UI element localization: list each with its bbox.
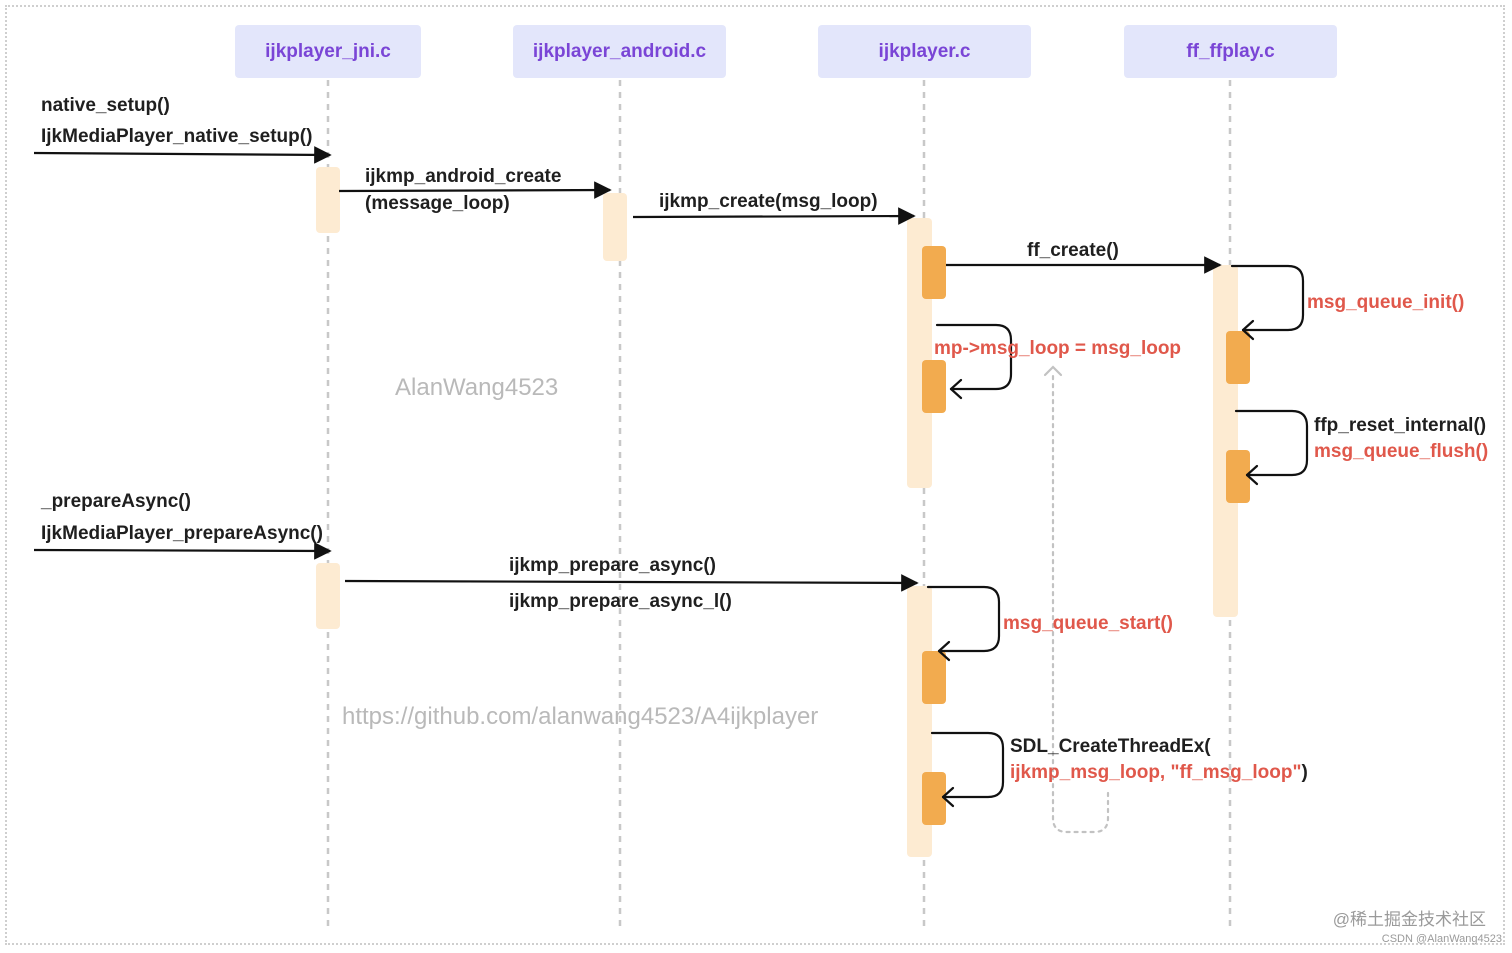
arrow-prepare-async — [33, 542, 332, 560]
async-return-head — [1043, 365, 1063, 377]
label-android-create-2: (message_loop) — [365, 193, 510, 214]
activation-msg-queue-flush — [1226, 450, 1250, 503]
diagram-frame — [5, 5, 1505, 945]
label-ffp-reset-internal: ffp_reset_internal() — [1314, 415, 1487, 436]
activation-android-create — [603, 193, 627, 261]
watermark-juejin: @稀土掘金技术社区 — [1332, 910, 1486, 929]
label-ijkmp-prepare-async-l: ijkmp_prepare_async_l() — [509, 591, 732, 612]
loop-msg-queue-start — [926, 585, 1001, 653]
loop-msg-queue-flush-head — [1245, 464, 1259, 486]
label-android-create-1: ijkmp_android_create — [365, 166, 562, 187]
label-ijk-native-setup: IjkMediaPlayer_native_setup() — [41, 126, 313, 147]
activation-jni-prepare — [316, 563, 340, 629]
label-sdl-close: ) — [1301, 762, 1308, 783]
label-ff-create: ff_create() — [1027, 240, 1119, 261]
header-jni: ijkplayer_jni.c — [235, 25, 421, 78]
arrow-native-setup — [33, 146, 332, 164]
label-sdl-create-thread: SDL_CreateThreadEx( — [1010, 736, 1211, 757]
activation-ff-create-call — [922, 246, 946, 299]
activation-sdl-thread — [922, 772, 946, 825]
label-msg-queue-start: msg_queue_start() — [1003, 613, 1173, 634]
activation-msg-queue-init — [1226, 331, 1250, 384]
loop-mp-msg-loop — [935, 323, 1013, 391]
loop-sdl-thread — [930, 731, 1005, 799]
label-msg-queue-flush: msg_queue_flush() — [1314, 441, 1489, 462]
label-ijk-prepare-async: IjkMediaPlayer_prepareAsync() — [41, 523, 323, 544]
loop-msg-queue-flush — [1234, 409, 1309, 477]
label-ijkmp-prepare-async: ijkmp_prepare_async() — [509, 555, 716, 576]
arrow-ijkmp-prepare-async — [344, 574, 919, 592]
watermark-csdn: CSDN @AlanWang4523 — [1381, 933, 1502, 945]
loop-msg-queue-start-head — [937, 640, 951, 662]
arrow-android-create — [338, 181, 612, 199]
arrow-ijkmp-create — [632, 207, 916, 225]
activation-jni-setup — [316, 167, 340, 233]
watermark-author: AlanWang4523 — [395, 374, 559, 401]
loop-msg-queue-init — [1230, 264, 1305, 332]
label-prepare-async: _prepareAsync() — [41, 491, 191, 512]
header-player: ijkplayer.c — [818, 25, 1031, 78]
loop-mp-msg-loop-head — [949, 378, 963, 400]
label-native-setup: native_setup() — [41, 95, 170, 116]
label-mp-msg-loop: mp->msg_loop = msg_loop — [934, 338, 1182, 359]
async-return-path — [1051, 370, 1110, 834]
label-sdl-args-text: ijkmp_msg_loop, "ff_msg_loop" — [1010, 762, 1302, 783]
header-android: ijkplayer_android.c — [513, 25, 726, 78]
loop-sdl-thread-head — [941, 786, 955, 808]
activation-mp-msg-loop — [922, 360, 946, 413]
label-ijkmp-create: ijkmp_create(msg_loop) — [659, 191, 878, 212]
loop-msg-queue-init-head — [1241, 319, 1255, 341]
activation-msg-queue-start — [922, 651, 946, 704]
activation-ffplay-create — [1213, 265, 1238, 617]
label-msg-queue-init: msg_queue_init() — [1307, 292, 1465, 313]
label-sdl-args: ijkmp_msg_loop, "ff_msg_loop") — [1010, 761, 1308, 785]
header-ffplay: ff_ffplay.c — [1124, 25, 1337, 78]
watermark-url: https://github.com/alanwang4523/A4ijkpla… — [342, 703, 819, 730]
